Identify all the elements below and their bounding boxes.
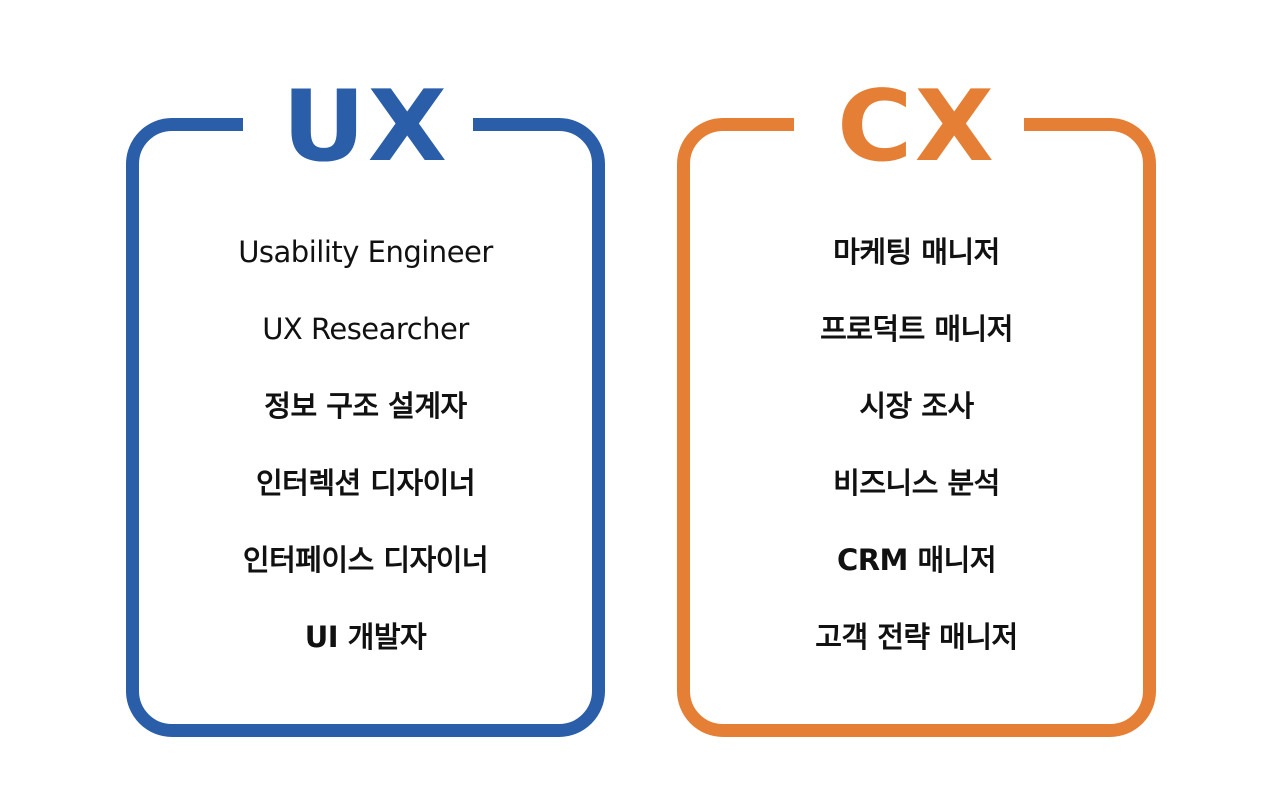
ux-heading: UX [281,70,450,184]
cx-role-item: 프로덕트 매니저 [820,312,1013,346]
ux-role-item: 인터페이스 디자이너 [242,543,489,577]
cx-role-item: 고객 전략 매니저 [815,620,1018,654]
cx-role-item: 비즈니스 분석 [833,466,1000,500]
cx-heading: CX [836,70,997,184]
ux-role-list: Usability Engineer UX Researcher 정보 구조 설… [139,235,592,697]
cx-card: CX 마케팅 매니저 프로덕트 매니저 시장 조사 비즈니스 분석 CRM 매니… [677,77,1156,737]
ux-role-item: 정보 구조 설계자 [264,389,467,423]
ux-title-gap [243,115,473,135]
ux-role-item: 인터렉션 디자이너 [255,466,476,500]
cx-role-list: 마케팅 매니저 프로덕트 매니저 시장 조사 비즈니스 분석 CRM 매니저 고… [690,235,1143,697]
ux-role-item: UI 개발자 [304,620,427,654]
ux-role-item: UX Researcher [262,312,469,346]
ux-role-item: Usability Engineer [238,235,493,269]
cx-role-item: 마케팅 매니저 [833,235,1000,269]
cx-role-item: CRM 매니저 [836,543,997,577]
cx-title-gap [794,115,1024,135]
ux-card: UX Usability Engineer UX Researcher 정보 구… [126,77,605,737]
cx-role-item: 시장 조사 [859,389,974,423]
